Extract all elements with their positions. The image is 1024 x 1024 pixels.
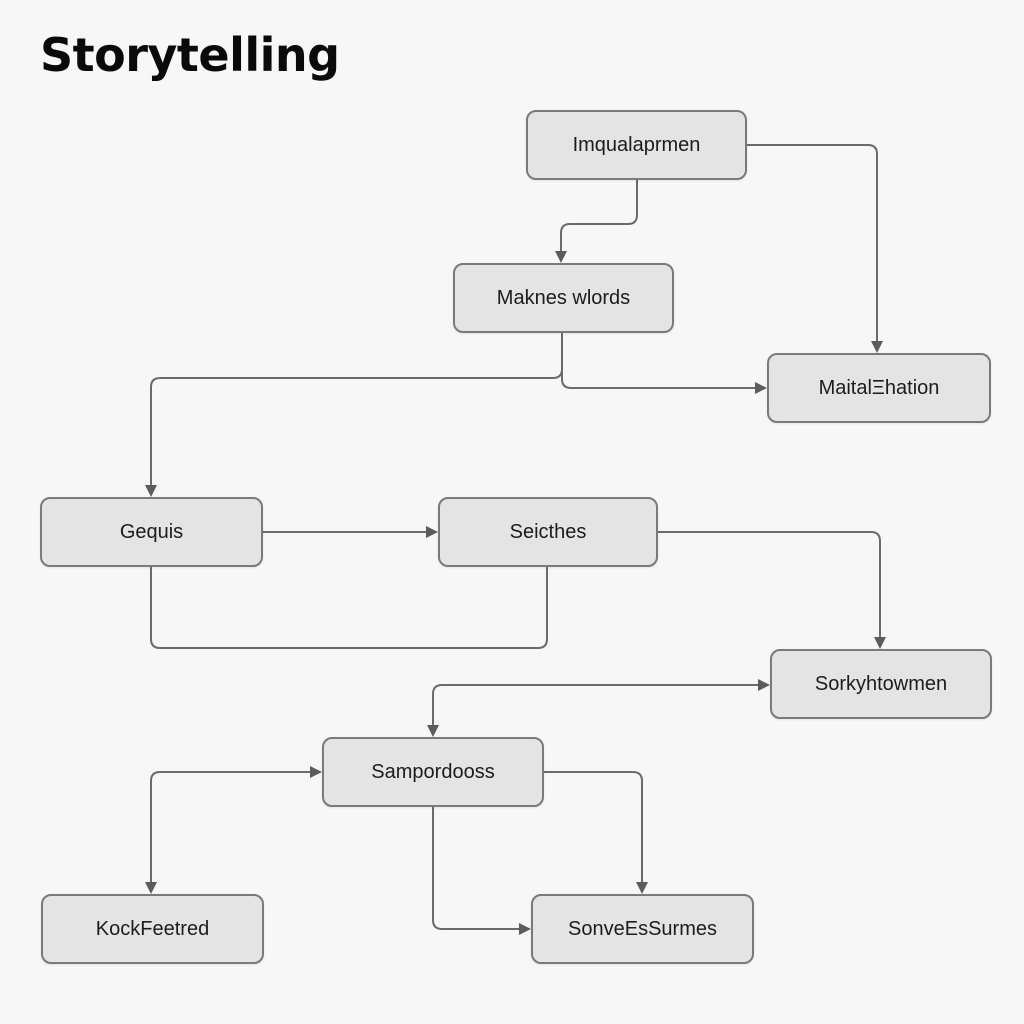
arrowhead-to-sorky bbox=[758, 679, 770, 691]
arrowhead-to-sampor-left bbox=[310, 766, 322, 778]
node-sampordooss[interactable]: Sampordooss bbox=[322, 737, 544, 807]
node-sonveessurmes[interactable]: SonveEsSurmes bbox=[531, 894, 754, 964]
connector-sorky-sampor bbox=[432, 684, 759, 726]
node-seicthes[interactable]: Seicthes bbox=[438, 497, 658, 567]
arrowhead-makes-to-gequis bbox=[145, 485, 157, 497]
node-maknes-wlords[interactable]: Maknes wlords bbox=[453, 263, 674, 333]
node-gequis[interactable]: Gequis bbox=[40, 497, 263, 567]
arrowhead-top-to-makes bbox=[555, 251, 567, 263]
arrowhead-seicthes-to-sorky bbox=[874, 637, 886, 649]
arrowhead-top-to-maital bbox=[871, 341, 883, 353]
connector-top-to-maital bbox=[747, 144, 878, 342]
arrowhead-to-kock bbox=[145, 882, 157, 894]
connector-sampor-to-sonve-down bbox=[432, 807, 520, 930]
connector-makes-to-maital bbox=[561, 333, 756, 389]
diagram-title: Storytelling bbox=[40, 28, 340, 82]
arrowhead-sampor-to-sonve-right bbox=[636, 882, 648, 894]
arrowhead-sampor-to-sonve-down bbox=[519, 923, 531, 935]
connector-seicthes-to-sorky bbox=[658, 531, 881, 638]
connector-kock-sampor bbox=[150, 771, 311, 882]
arrowhead-to-sampor bbox=[427, 725, 439, 737]
node-maitalehation[interactable]: MaitalΞhation bbox=[767, 353, 991, 423]
arrowhead-gequis-to-seicthes bbox=[426, 526, 438, 538]
node-kockfeetred[interactable]: KockFeetred bbox=[41, 894, 264, 964]
connector-makes-to-gequis bbox=[150, 333, 563, 486]
connector-top-to-makes bbox=[560, 180, 638, 252]
connector-sampor-to-sonve-right bbox=[544, 771, 643, 882]
node-sorkyhtowmen[interactable]: Sorkyhtowmen bbox=[770, 649, 992, 719]
connector-gequis-seicthes-loop bbox=[150, 567, 548, 649]
node-imqualaprmen[interactable]: Imqualaprmen bbox=[526, 110, 747, 180]
arrowhead-makes-to-maital bbox=[755, 382, 767, 394]
